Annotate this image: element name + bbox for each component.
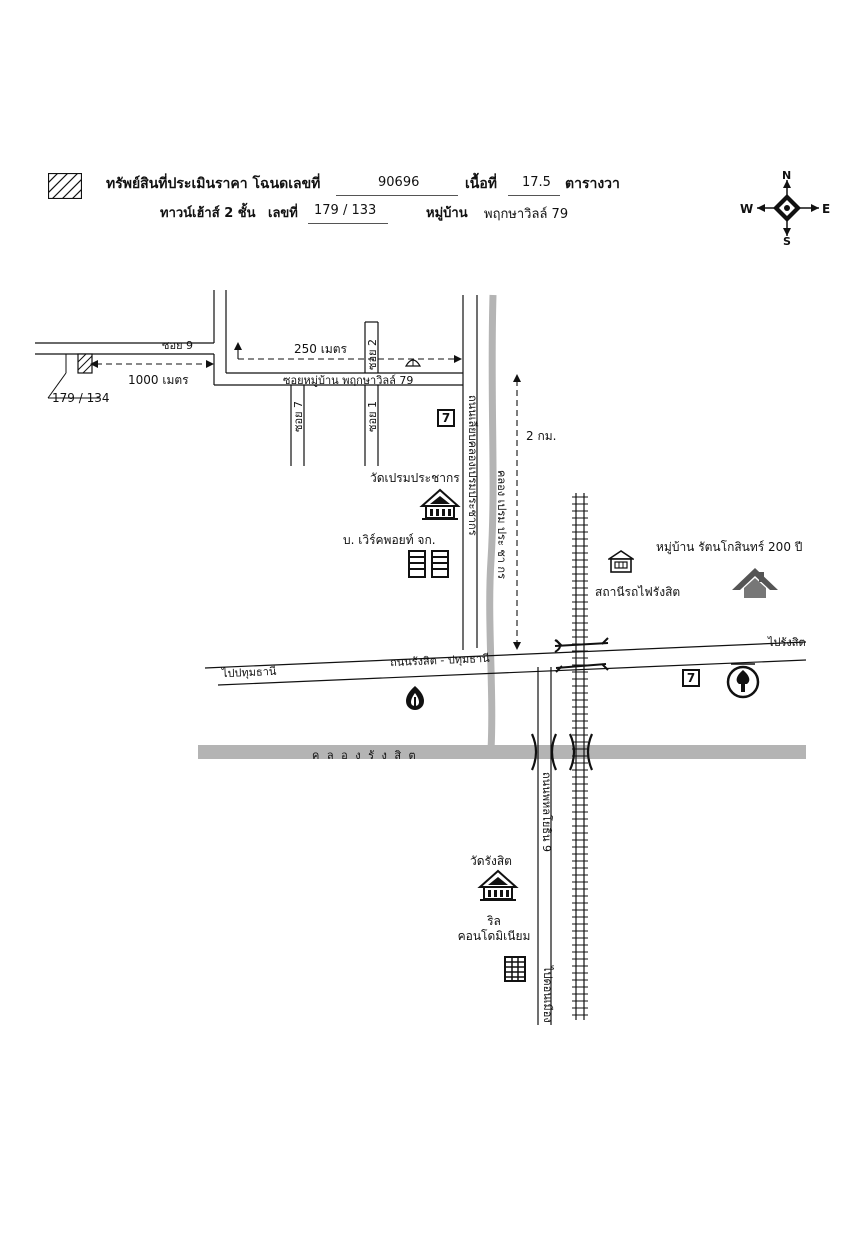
village-label: หมู่บ้าน bbox=[426, 206, 468, 221]
soi9-label: ซอย 9 bbox=[162, 339, 194, 352]
village-ratana-label: หมู่บ้าน รัตนโกสินทร์ 200 ปี bbox=[656, 540, 803, 554]
government-office-icon bbox=[404, 685, 426, 715]
canal-vertical-label: คลอง เปรม ประ ชา กร bbox=[495, 470, 508, 579]
compass-w: W bbox=[740, 202, 754, 216]
subject-legend-hatch bbox=[47, 172, 83, 200]
to-pathum-label: ไปปทุมธานี bbox=[221, 664, 277, 681]
compass-s: S bbox=[783, 235, 791, 248]
deed-number: 90696 bbox=[378, 175, 420, 190]
area-label: เนื้อที่ bbox=[465, 176, 497, 192]
station-icon bbox=[606, 550, 636, 578]
seven-eleven-icon: 7 bbox=[682, 669, 700, 687]
house-no-label: เลขที่ bbox=[268, 206, 298, 221]
company-label: บ. เวิร์คพอยท์ จก. bbox=[343, 533, 436, 547]
soi-village-road-label: ซอยหมู่บ้าน พฤกษาวิลล์ 79 bbox=[283, 374, 414, 387]
header-line1-label: ทรัพย์สินที่ประเมินราคา โฉนดเลขที่ bbox=[106, 176, 321, 192]
condo-label: ริล คอนโดมิเนียม bbox=[457, 914, 531, 943]
road-left-vertical-label: ถนนเลียบคลองเปรมประชากร bbox=[466, 395, 479, 536]
phahon-road-label: ถนนพหลโยธิน 9 bbox=[540, 772, 553, 853]
house-icon bbox=[730, 566, 780, 604]
wat-prem-label: วัดเปรมประชากร bbox=[370, 471, 460, 485]
village-name: พฤกษาวิลล์ 79 bbox=[484, 207, 569, 222]
tree-sign-icon bbox=[726, 662, 760, 706]
to-rangsit-label: ไปรังสิต bbox=[768, 636, 806, 649]
soi7-label: ซอย 7 bbox=[292, 400, 305, 432]
wat-rangsit-label: วัดรังสิต bbox=[470, 854, 512, 868]
compass-rose-icon bbox=[735, 168, 835, 248]
soi2-label: ซอย 2 bbox=[366, 338, 379, 370]
temple-icon bbox=[418, 488, 462, 526]
compass-e: E bbox=[822, 202, 831, 216]
dist-1000-label: 1000 เมตร bbox=[128, 373, 189, 387]
house-no: 179 / 133 bbox=[314, 203, 377, 218]
canal-rangsit-label: ค ล อ ง รั ง สิ ต bbox=[312, 749, 418, 762]
area-unit: ตารางวา bbox=[565, 176, 620, 192]
dist-250-label: 250 เมตร bbox=[294, 342, 347, 356]
temple-icon bbox=[476, 869, 520, 907]
building-icon bbox=[408, 550, 450, 582]
seven-eleven-icon: 7 bbox=[437, 409, 455, 427]
soi1-label: ซอย 1 bbox=[366, 400, 379, 432]
station-label: สถานีรถไฟรังสิต bbox=[595, 585, 681, 599]
property-type: ทาวน์เฮ้าส์ 2 ชั้น bbox=[160, 206, 256, 221]
landmark-arch-icon bbox=[404, 352, 422, 371]
dist-2km-label: 2 กม. bbox=[526, 429, 557, 443]
parcel-no-label: 179 / 134 bbox=[52, 391, 110, 405]
to-donmueang-label: ไปดอนเมือง bbox=[541, 966, 554, 1023]
condo-building-icon bbox=[504, 956, 526, 986]
compass-n: N bbox=[782, 169, 792, 182]
area-value: 17.5 bbox=[522, 175, 551, 190]
